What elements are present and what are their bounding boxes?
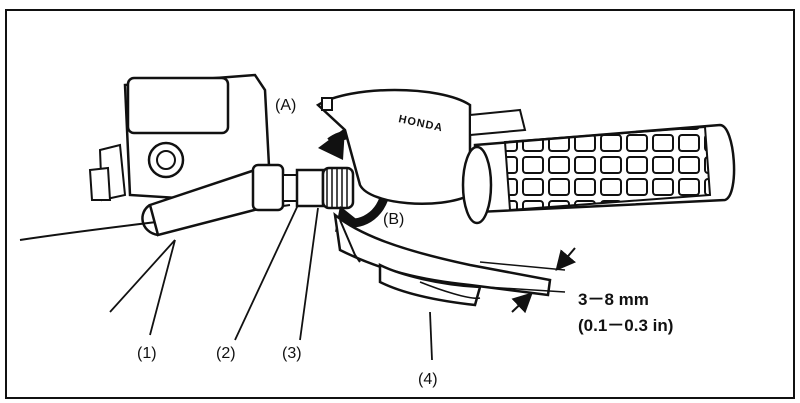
- leader-3: [299, 207, 319, 341]
- callout-4: (4): [418, 371, 438, 388]
- leader-2: [234, 204, 299, 341]
- cable-adjuster: [321, 166, 355, 210]
- arrow-label-b: (B): [383, 211, 404, 228]
- leader-4: [429, 311, 433, 361]
- clutch-lever: [333, 212, 552, 307]
- leader-lines: [109, 204, 433, 361]
- switch-housing: HONDA: [315, 88, 527, 205]
- callout-1: (1): [137, 345, 157, 362]
- measurement-metric: 3－8 mm: [578, 290, 649, 309]
- leader-1: [109, 239, 176, 313]
- callout-3: (3): [282, 345, 302, 362]
- lock-nut: [282, 168, 325, 208]
- measurement-imperial: (0.1－0.3 in): [578, 316, 673, 335]
- arrow-label-a: (A): [275, 97, 296, 114]
- figure-frame: [5, 9, 795, 399]
- handlebar-grip: [461, 123, 736, 225]
- master-cylinder: [88, 73, 272, 202]
- leader-1b: [149, 239, 176, 336]
- free-play-dimension: [469, 247, 576, 314]
- callout-2: (2): [216, 345, 236, 362]
